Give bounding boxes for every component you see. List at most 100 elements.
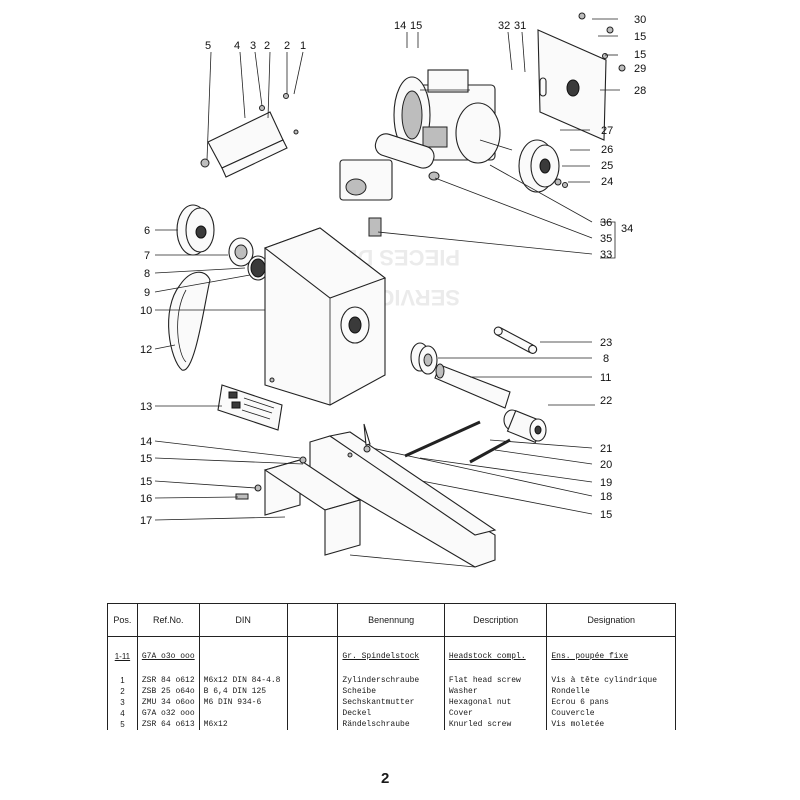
drive-belt [168, 271, 211, 371]
row-designation: Vis moletée [546, 719, 676, 730]
column-header-benennung: Benennung [337, 603, 445, 637]
row-benennung: Deckel [337, 708, 445, 719]
callout-7: 7 [144, 250, 150, 262]
motor-bracket-plate [537, 12, 626, 141]
column-header-blank [286, 603, 339, 637]
spacer-row [107, 636, 676, 649]
lathe-bed [263, 431, 497, 568]
nameplate [217, 384, 283, 431]
callout-8: 8 [603, 353, 609, 365]
column-header-designation: Designation [546, 603, 676, 637]
column-header-description: Description [443, 603, 548, 637]
row-designation: Rondelle [546, 686, 676, 697]
callout-5: 5 [205, 40, 211, 52]
callout-14: 14 [140, 436, 152, 448]
row-din: B 6,4 DIN 125 [198, 686, 288, 697]
leader-lines-left [154, 229, 265, 407]
table-row: 4 G7A o32 ooo Deckel Cover Couvercle [107, 708, 676, 719]
callout-17: 17 [140, 515, 152, 527]
row-benennung: Sechskantmutter [337, 697, 445, 708]
headstock-housing [263, 227, 387, 406]
table-row: 5 ZSR 64 o613 M6x12 Rändelschraube Knurl… [107, 719, 676, 730]
row-din [198, 708, 288, 719]
row-ref: ZMU 34 o6oo [136, 697, 200, 708]
callout-15: 15 [634, 31, 646, 43]
callout-13: 13 [140, 401, 152, 413]
group-ref: G7A o3o ooo [141, 651, 195, 661]
row-pos: 3 [107, 697, 138, 708]
callout-14: 14 [394, 20, 406, 32]
motor [393, 69, 513, 164]
leader-lines-top-right [377, 18, 620, 259]
column-header-ref-no: Ref.No. [136, 603, 200, 637]
callout-15: 15 [410, 20, 422, 32]
row-din: M6x12 [198, 719, 288, 730]
callout-36: 36 [600, 217, 612, 229]
group-benennung: Gr. Spindelstock [342, 651, 420, 661]
callout-1: 1 [300, 40, 306, 52]
spindle-pulley [176, 204, 269, 281]
callout-34: 34 [621, 223, 633, 235]
row-description: Hexagonal nut [443, 697, 548, 708]
table-header-row: Pos. Ref.No. DIN Benennung Description D… [107, 603, 676, 637]
row-benennung: Zylinderschraube [337, 675, 445, 686]
row-description: Flat head screw [443, 675, 548, 686]
callout-numbers: 1 2 2 3 4 5 14 15 32 31 30 15 15 29 28 2… [140, 14, 646, 527]
callout-15: 15 [600, 509, 612, 521]
table-row: 1 ZSR 84 o612 M6x12 DIN 84-4.8 Zylinders… [107, 675, 676, 686]
callout-15: 15 [634, 49, 646, 61]
row-din: M6x12 DIN 84-4.8 [198, 675, 288, 686]
row-designation: Ecrou 6 pans [546, 697, 676, 708]
callout-21: 21 [600, 443, 612, 455]
callout-28: 28 [634, 85, 646, 97]
row-pos: 4 [107, 708, 138, 719]
callout-32: 32 [498, 20, 510, 32]
spindle-parts [404, 326, 547, 464]
callout-30: 30 [634, 14, 646, 26]
callout-16: 16 [140, 493, 152, 505]
callout-2: 2 [264, 40, 270, 52]
row-ref: G7A o32 ooo [136, 708, 200, 719]
callout-29: 29 [634, 63, 646, 75]
callout-35: 35 [600, 233, 612, 245]
callout-10: 10 [140, 305, 152, 317]
group-pos: 1-11 [114, 651, 131, 661]
leader-lines-lower-left [154, 440, 304, 521]
row-ref: ZSB 25 o64o [136, 686, 200, 697]
callout-19: 19 [600, 477, 612, 489]
callout-15: 15 [140, 453, 152, 465]
callout-6: 6 [144, 225, 150, 237]
row-pos: 2 [107, 686, 138, 697]
table-row: 3 ZMU 34 o6oo M6 DIN 934-6 Sechskantmutt… [107, 697, 676, 708]
row-ref: ZSR 84 o612 [136, 675, 200, 686]
row-benennung: Scheibe [337, 686, 445, 697]
row-pos: 5 [107, 719, 138, 730]
callout-11: 11 [600, 372, 611, 384]
row-din: M6 DIN 934-6 [198, 697, 288, 708]
callout-9: 9 [144, 287, 150, 299]
callout-15: 15 [140, 476, 152, 488]
page-number: 2 [381, 770, 390, 787]
parts-list-table: Pos. Ref.No. DIN Benennung Description D… [107, 603, 676, 730]
leader-lines-top-left [206, 51, 304, 161]
callout-3: 3 [250, 40, 256, 52]
row-description: Knurled screw [443, 719, 548, 730]
group-row: 1-11 G7A o3o ooo Gr. Spindelstock Headst… [107, 649, 676, 663]
column-header-pos: Pos. [107, 603, 138, 637]
callout-22: 22 [600, 395, 612, 407]
column-header-din: DIN [198, 603, 288, 637]
small-fasteners [235, 423, 371, 500]
callout-4: 4 [234, 40, 240, 52]
callout-20: 20 [600, 459, 612, 471]
spacer-row [107, 663, 676, 675]
callout-24: 24 [601, 176, 613, 188]
callout-31: 31 [514, 20, 526, 32]
row-pos: 1 [107, 675, 138, 686]
callout-12: 12 [140, 344, 152, 356]
exploded-parts-diagram: SERVICE PARTS PIECES DE [140, 12, 646, 568]
callout-25: 25 [601, 160, 613, 172]
callout-2: 2 [284, 40, 290, 52]
callout-18: 18 [600, 491, 612, 503]
callout-33: 33 [600, 249, 612, 261]
row-designation: Couvercle [546, 708, 676, 719]
